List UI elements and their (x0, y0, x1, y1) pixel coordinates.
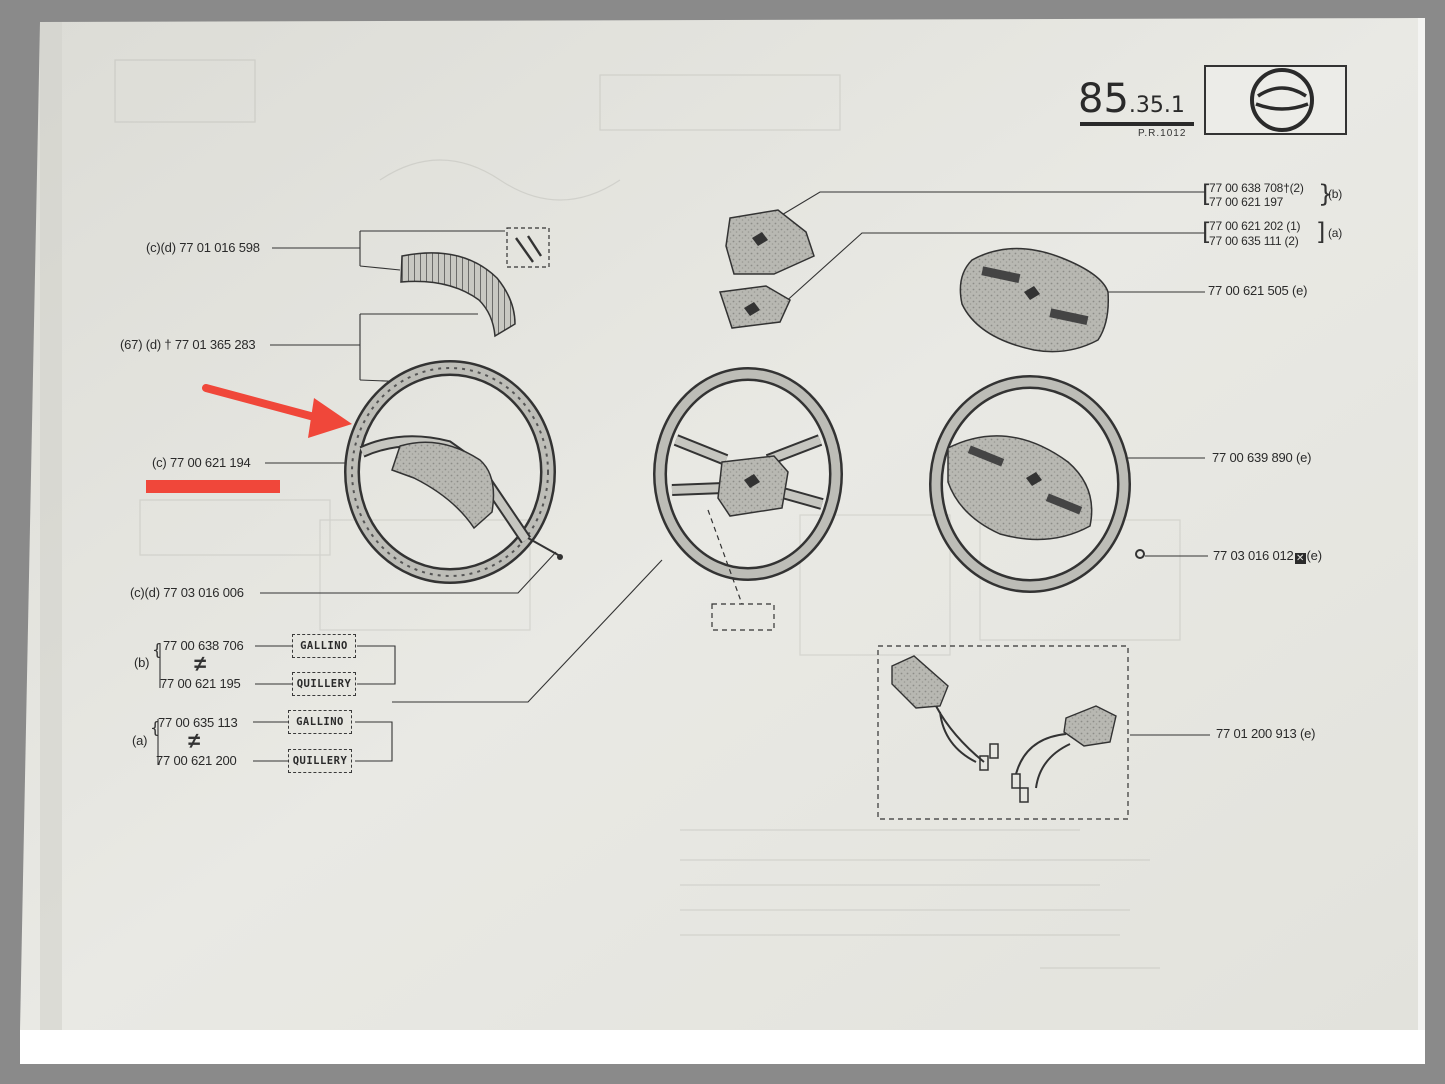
pr-code: P.R.1012 (1138, 128, 1187, 139)
scan-margin (20, 1030, 1425, 1064)
part-label-grip: (c)(d) 77 01 016 598 (146, 240, 260, 255)
part-label-rb1: 77 00 638 708†(2) (1209, 181, 1304, 195)
part-label-rim: (67) (d) † 77 01 365 283 (120, 337, 256, 352)
part-label-switch-kit: 77 01 200 913 (e) (1216, 726, 1316, 741)
section-code: 85.35.1 (1078, 76, 1185, 122)
brace-right-b-close: } (1318, 180, 1334, 208)
brand-quillery-a: QUILLERY (288, 749, 352, 773)
part-label-ra1: 77 00 621 202 (1) (1209, 219, 1301, 233)
part-label-hub-pad: 77 00 621 505 (e) (1208, 283, 1308, 298)
part-label-screw: (c)(d) 77 03 016 006 (130, 585, 244, 600)
part-label-ra2: 77 00 635 111 (2) (1209, 234, 1299, 248)
part-label-a2: 77 00 621 200 (156, 753, 237, 768)
steering-wheel-right (929, 375, 1145, 593)
switch-kit (891, 655, 1117, 803)
brace-right-a-close: ] (1316, 218, 1326, 246)
steering-wheel-thumbnail-box (1204, 65, 1347, 135)
part-label-a1: 77 00 635 113 (158, 715, 238, 730)
hub-pad (959, 247, 1110, 353)
switch-kit-box (877, 645, 1129, 820)
screws-icon (515, 235, 543, 263)
variant-marker-a: (a) (132, 733, 148, 748)
part-label-wheel-highlighted: (c) 77 00 621 194 (152, 455, 251, 470)
rim-grip-part (400, 252, 516, 338)
part-label-screw-right: 77 03 016 012✕(e) (1213, 548, 1322, 564)
not-equal-a: ≠ (188, 728, 201, 753)
not-equal-b: ≠ (194, 651, 207, 676)
brace-b: { (152, 640, 163, 659)
steering-wheel-center (653, 367, 843, 631)
part-label-b2: 77 00 621 195 (160, 676, 241, 691)
brand-gallino-b: GALLINO (292, 634, 356, 658)
brand-gallino-a: GALLINO (288, 710, 352, 734)
brace-right-b: [ (1202, 180, 1212, 208)
horn-cap-top (719, 209, 815, 329)
red-arrow (202, 384, 352, 438)
boxed-x-icon: ✕ (1294, 553, 1306, 564)
bleed-through (114, 59, 1181, 969)
part-label-b1: 77 00 638 706 (163, 638, 244, 653)
steering-wheel-icon (1250, 68, 1314, 132)
brace-right-a: [ (1202, 218, 1212, 246)
part-label-wheel-right: 77 00 639 890 (e) (1212, 450, 1312, 465)
paper-sheet (20, 18, 1425, 1034)
steering-wheel-left (344, 360, 563, 584)
red-underline (146, 480, 280, 493)
leader-lines (157, 191, 1210, 765)
part-label-rb2: 77 00 621 197 (1209, 195, 1284, 209)
brace-a: { (150, 718, 161, 737)
brand-quillery-b: QUILLERY (292, 672, 356, 696)
variant-marker-right-a: (a) (1328, 226, 1343, 240)
variant-marker-b: (b) (134, 655, 150, 670)
variant-marker-right-b: (b) (1328, 187, 1343, 201)
